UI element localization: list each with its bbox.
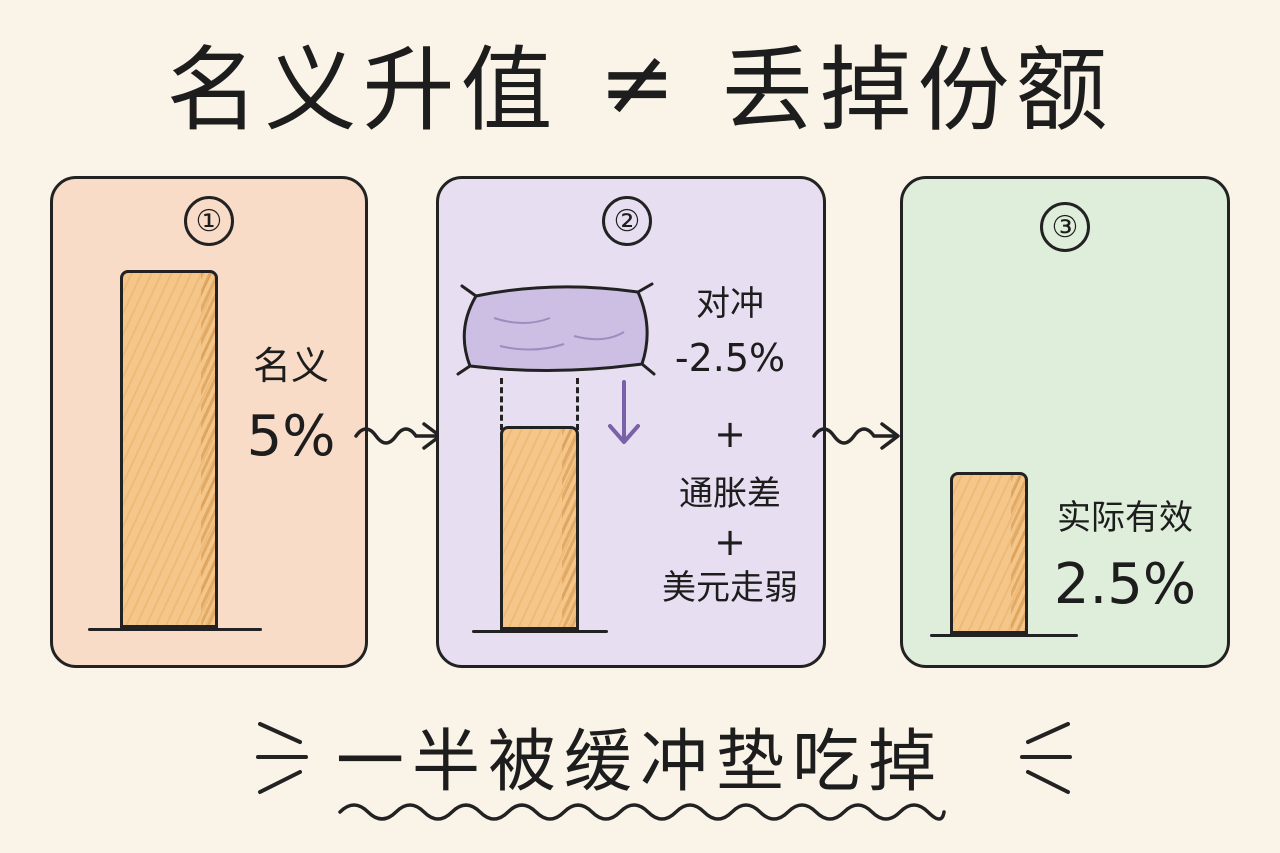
label-inflation-gap: 通胀差 (679, 474, 781, 514)
step-number-2: ② (602, 196, 652, 246)
label-nominal-text: 名义 (252, 344, 329, 388)
bar-effective (950, 472, 1028, 634)
bar-nominal (120, 270, 218, 628)
squiggle-arrow-icon (354, 422, 442, 450)
emphasis-strokes-left (256, 722, 308, 794)
not-equal-sign: ≠ (598, 28, 682, 136)
label-weak-dollar: 美元走弱 (662, 568, 798, 608)
baseline-3 (930, 634, 1078, 637)
plus-sign-1: + (714, 412, 746, 456)
baseline-2 (472, 630, 608, 633)
page-title: 名义升值 ≠ 丢掉份额 (0, 22, 1280, 144)
bar-after-hedge (500, 426, 579, 630)
step-number-3: ③ (1040, 202, 1090, 252)
down-arrow-icon (608, 380, 640, 444)
squiggle-arrow-icon (812, 422, 900, 450)
title-left: 名义升值 (166, 36, 559, 144)
pillow-icon (456, 282, 656, 376)
label-hedge-value: -2.5% (674, 336, 786, 380)
label-hedge-text: 对冲 (696, 284, 764, 324)
baseline-1 (88, 628, 262, 631)
label-nominal-value: 5% (246, 404, 336, 469)
underline-wave (338, 803, 946, 821)
title-right: 丢掉份额 (721, 36, 1114, 144)
plus-sign-2: + (714, 520, 746, 564)
label-effective-value: 2.5% (1053, 552, 1197, 617)
dashed-guide-left (500, 378, 503, 430)
bottom-caption: 一半被缓冲垫吃掉 (335, 722, 944, 802)
dashed-guide-right (576, 378, 579, 430)
step-number-1: ① (184, 196, 234, 246)
label-effective-text: 实际有效 (1057, 498, 1193, 538)
emphasis-strokes-right (1020, 722, 1072, 794)
